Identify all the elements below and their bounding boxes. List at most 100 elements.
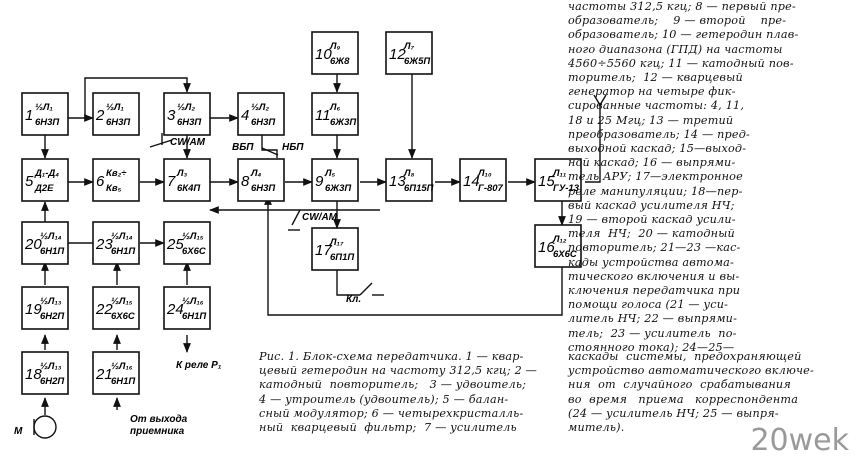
- block-16-tube: Л₁₂: [552, 234, 567, 245]
- block-10-tube: Л₉: [329, 41, 341, 52]
- text-line: ния от случайного срабатывания: [568, 378, 791, 392]
- text-line: 18 и 25 Мгц; 13 — третий: [568, 113, 734, 127]
- block-23-frame: [92, 221, 140, 265]
- block-23-tube: ½Л₁₄: [111, 231, 133, 242]
- key-lever: [359, 282, 373, 296]
- block-21-frame: [92, 351, 140, 395]
- block-13-frame: [385, 158, 433, 202]
- block-25-number: 25: [166, 236, 184, 253]
- text-line: 4560÷5560 кгц; 11 — катодный пов-: [568, 56, 794, 70]
- text-line: помощи голоса (21 — уси-: [568, 298, 729, 312]
- block-4-number: 4: [241, 107, 249, 124]
- block-19-frame: [21, 286, 69, 330]
- figure-caption: Рис. 1. Блок-схема передатчика. 1 — квар…: [259, 350, 537, 435]
- block-15-tube: Л₁₁: [552, 168, 566, 179]
- text-line: ключения передатчика при: [568, 284, 741, 298]
- label-receiver-1: От выхода: [130, 414, 188, 425]
- block-16-frame: [534, 224, 582, 268]
- label-vbp: ВБП: [232, 142, 254, 153]
- block-11-type: 6Ж3П: [330, 117, 356, 128]
- text-line: стоянного тока); 24—25—: [568, 340, 735, 354]
- text-line: устройство автоматического включе-: [568, 364, 814, 378]
- block-7-tube: Л₃: [176, 168, 188, 179]
- label-cw-am-top: CW/AM: [170, 137, 206, 148]
- text-line: вый каскад усилителя НЧ;: [568, 198, 735, 212]
- block-18-type: 6Н2П: [40, 376, 64, 387]
- block-2-number: 2: [95, 107, 105, 124]
- block-20-tube: ½Л₁₄: [40, 231, 62, 242]
- block-12-tube: Л₇: [403, 41, 415, 52]
- block-4-frame: [237, 92, 285, 136]
- text-line: катодный повторитель; 3 — удвоитель;: [259, 378, 527, 392]
- block-14-tube: Л₁₀: [477, 168, 492, 179]
- connections: [41, 72, 607, 415]
- block-23-type: 6Н1П: [111, 246, 135, 257]
- line-2-3: [84, 77, 191, 118]
- block-13-number: 13: [389, 173, 406, 190]
- text-line: образователь; 10 — гетеродин плав-: [568, 28, 799, 42]
- block-25-frame: [163, 221, 211, 265]
- block-16-number: 16: [538, 239, 555, 256]
- block-11-frame: [311, 92, 359, 136]
- block-15-type: ГУ-13: [553, 183, 580, 194]
- block-24-tube: ½Л₁₆: [182, 296, 204, 307]
- block-19-type: 6Н2П: [40, 311, 64, 322]
- block-2-tube: ½Л₁: [106, 102, 124, 113]
- block-5-tube: Д₁-Д₄: [34, 168, 59, 179]
- text-line: сный модулятор; 6 — четырехкристалль-: [259, 406, 524, 420]
- text-line: ного диапазона (ГПД) на частоты: [568, 42, 783, 56]
- block-14-number: 14: [463, 173, 480, 190]
- block-2-type: 6Н3П: [106, 117, 130, 128]
- block-4-tube: ½Л₂: [251, 102, 269, 113]
- switch-cwam-mid: [291, 209, 301, 226]
- label-nbp: НБП: [282, 142, 304, 153]
- block-3-type: 6Н3П: [177, 117, 201, 128]
- block-14-type: Г-807: [478, 183, 504, 194]
- block-18-tube: ½Л₁₃: [40, 361, 62, 372]
- block-7-frame: [163, 158, 211, 202]
- block-17-number: 17: [315, 242, 332, 259]
- block-25-type: 6Х6С: [182, 246, 206, 257]
- block-7-type: 6К4П: [177, 183, 200, 194]
- block-5-number: 5: [25, 173, 34, 190]
- block-20-number: 20: [24, 236, 42, 253]
- block-16-type: 6Х6С: [553, 249, 577, 260]
- block-6-type: Кв₅: [106, 183, 122, 194]
- text-line: 19 — второй каскад усили-: [568, 213, 736, 227]
- text-line: теля НЧ; 20 — катодный: [568, 227, 735, 241]
- text-line: частоты 312,5 кгц; 8 — первый пре-: [568, 0, 796, 13]
- text-line: Рис. 1. Блок-схема передатчика. 1 — квар…: [259, 350, 524, 363]
- text-line: сированные частоты: 4, 11,: [568, 99, 745, 113]
- text-line: образователь; 9 — второй пре-: [568, 14, 787, 28]
- block-13-tube: Л₈: [403, 168, 415, 179]
- block-10-type: 6Ж8: [330, 56, 350, 67]
- text-line: тического включения и вы-: [568, 269, 740, 283]
- block-9-type: 6Ж3П: [325, 183, 351, 194]
- block-3-tube: ½Л₂: [177, 102, 195, 113]
- block-2-frame: [92, 92, 140, 136]
- block-6-number: 6: [96, 173, 105, 190]
- key-line: [336, 268, 360, 296]
- block-15-number: 15: [538, 173, 555, 190]
- text-line: каскады системы, предохраняющей: [568, 350, 802, 363]
- block-20-type: 6Н1П: [40, 246, 64, 257]
- label-relay: К реле Р₁: [176, 360, 222, 371]
- text-line: торитель; 12 — кварцевый: [568, 71, 743, 85]
- block-21-number: 21: [95, 366, 113, 383]
- text-line: митель).: [568, 421, 625, 435]
